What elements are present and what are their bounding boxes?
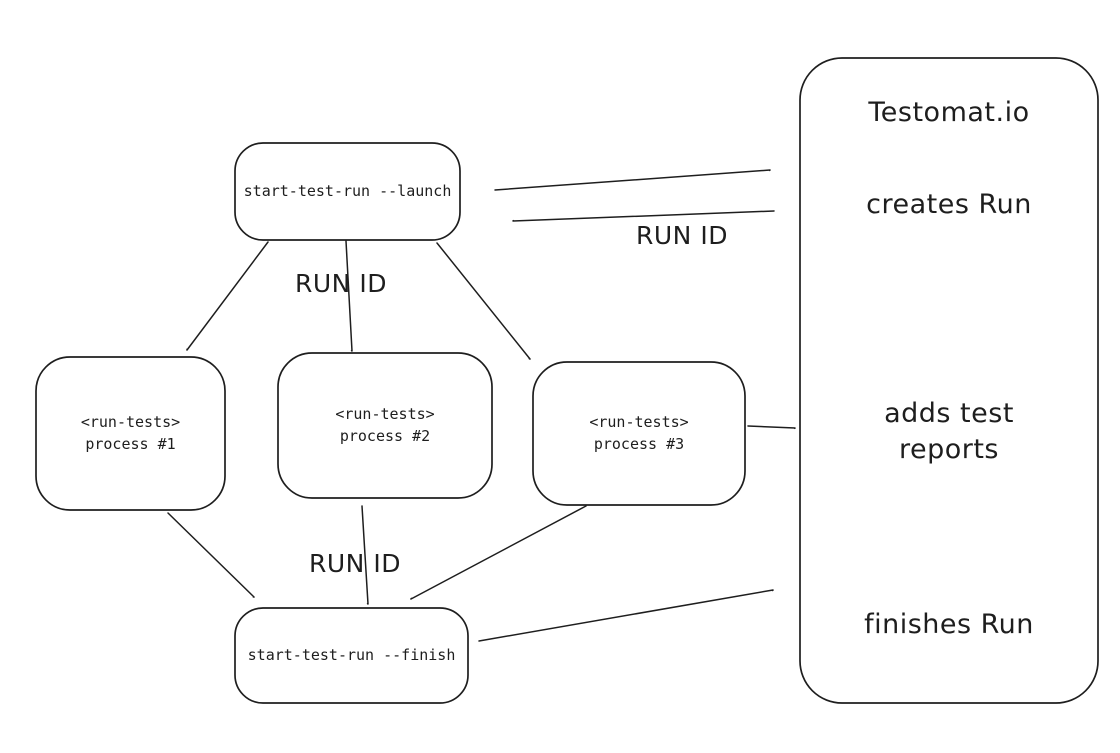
node-process2-label: <run-tests> process #2	[335, 404, 435, 445]
edge-label-run-id-response: RUN ID	[636, 220, 728, 250]
panel-title: Testomat.io	[868, 96, 1030, 128]
node-launch-label: start-test-run --launch	[243, 181, 452, 200]
arrow-process2-to-finish	[362, 505, 368, 605]
arrow-launch-to-process3	[436, 242, 531, 360]
node-finish-label: start-test-run --finish	[247, 645, 456, 664]
node-process1-label: <run-tests> process #1	[80, 412, 181, 453]
arrow-testomat-to-launch	[512, 210, 775, 221]
edge-label-run-id-to-processes: RUN ID	[295, 268, 387, 298]
arrow-launch-to-testomat	[494, 170, 771, 191]
arrow-process1-to-finish	[167, 512, 255, 598]
arrow-finish-to-testomat	[478, 590, 774, 642]
panel-step-finishes-run: finishes Run	[864, 608, 1034, 640]
panel-step-adds-test-reports: adds test reports	[884, 397, 1014, 465]
arrow-launch-to-process2	[346, 240, 352, 352]
arrow-process3-to-testomat	[747, 425, 796, 428]
arrow-launch-to-process1	[186, 241, 269, 351]
node-process2-box	[277, 352, 493, 499]
node-process3-box	[532, 361, 746, 506]
node-process1-box	[35, 356, 226, 511]
node-launch-box	[234, 142, 461, 241]
node-finish-box	[234, 607, 469, 704]
panel-step-creates-run: creates Run	[866, 188, 1032, 220]
arrow-process3-to-finish	[410, 505, 587, 600]
edge-label-run-id-to-finish: RUN ID	[309, 548, 401, 578]
node-process3-label: <run-tests> process #3	[589, 412, 689, 453]
panel-testomat-box	[799, 57, 1099, 704]
